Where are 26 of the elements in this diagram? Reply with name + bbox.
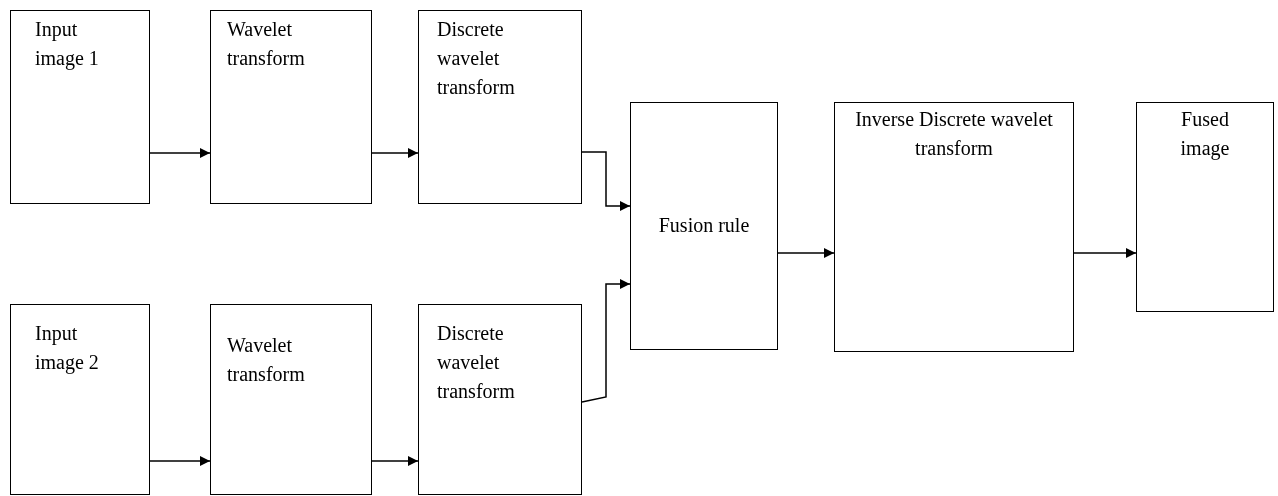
process-box [210,10,372,204]
process-box [418,10,582,204]
process-box [10,10,150,204]
process-box [1136,102,1274,312]
arrow [777,248,835,258]
arrow [1073,248,1137,258]
box-label: Inverse Discrete wavelet transform [854,107,1054,161]
process-box [210,304,372,495]
box-label: Wavelet transform [227,17,306,71]
box-label: Discrete wavelet transform [437,17,516,100]
box-label: Input image 1 [35,17,100,72]
arrow [149,456,211,466]
arrow [581,279,631,403]
arrow [581,151,631,211]
box-label: Fused image [1179,107,1231,162]
box-label: Fusion rule [657,213,751,238]
box-label: Wavelet transform [227,333,306,387]
arrow [371,456,419,466]
process-box [834,102,1074,352]
box-label: Input image 2 [35,321,100,376]
arrow [371,148,419,158]
process-box [418,304,582,495]
process-box [10,304,150,495]
process-box [630,102,778,350]
arrow [149,148,211,158]
box-label: Discrete wavelet transform [437,321,516,404]
